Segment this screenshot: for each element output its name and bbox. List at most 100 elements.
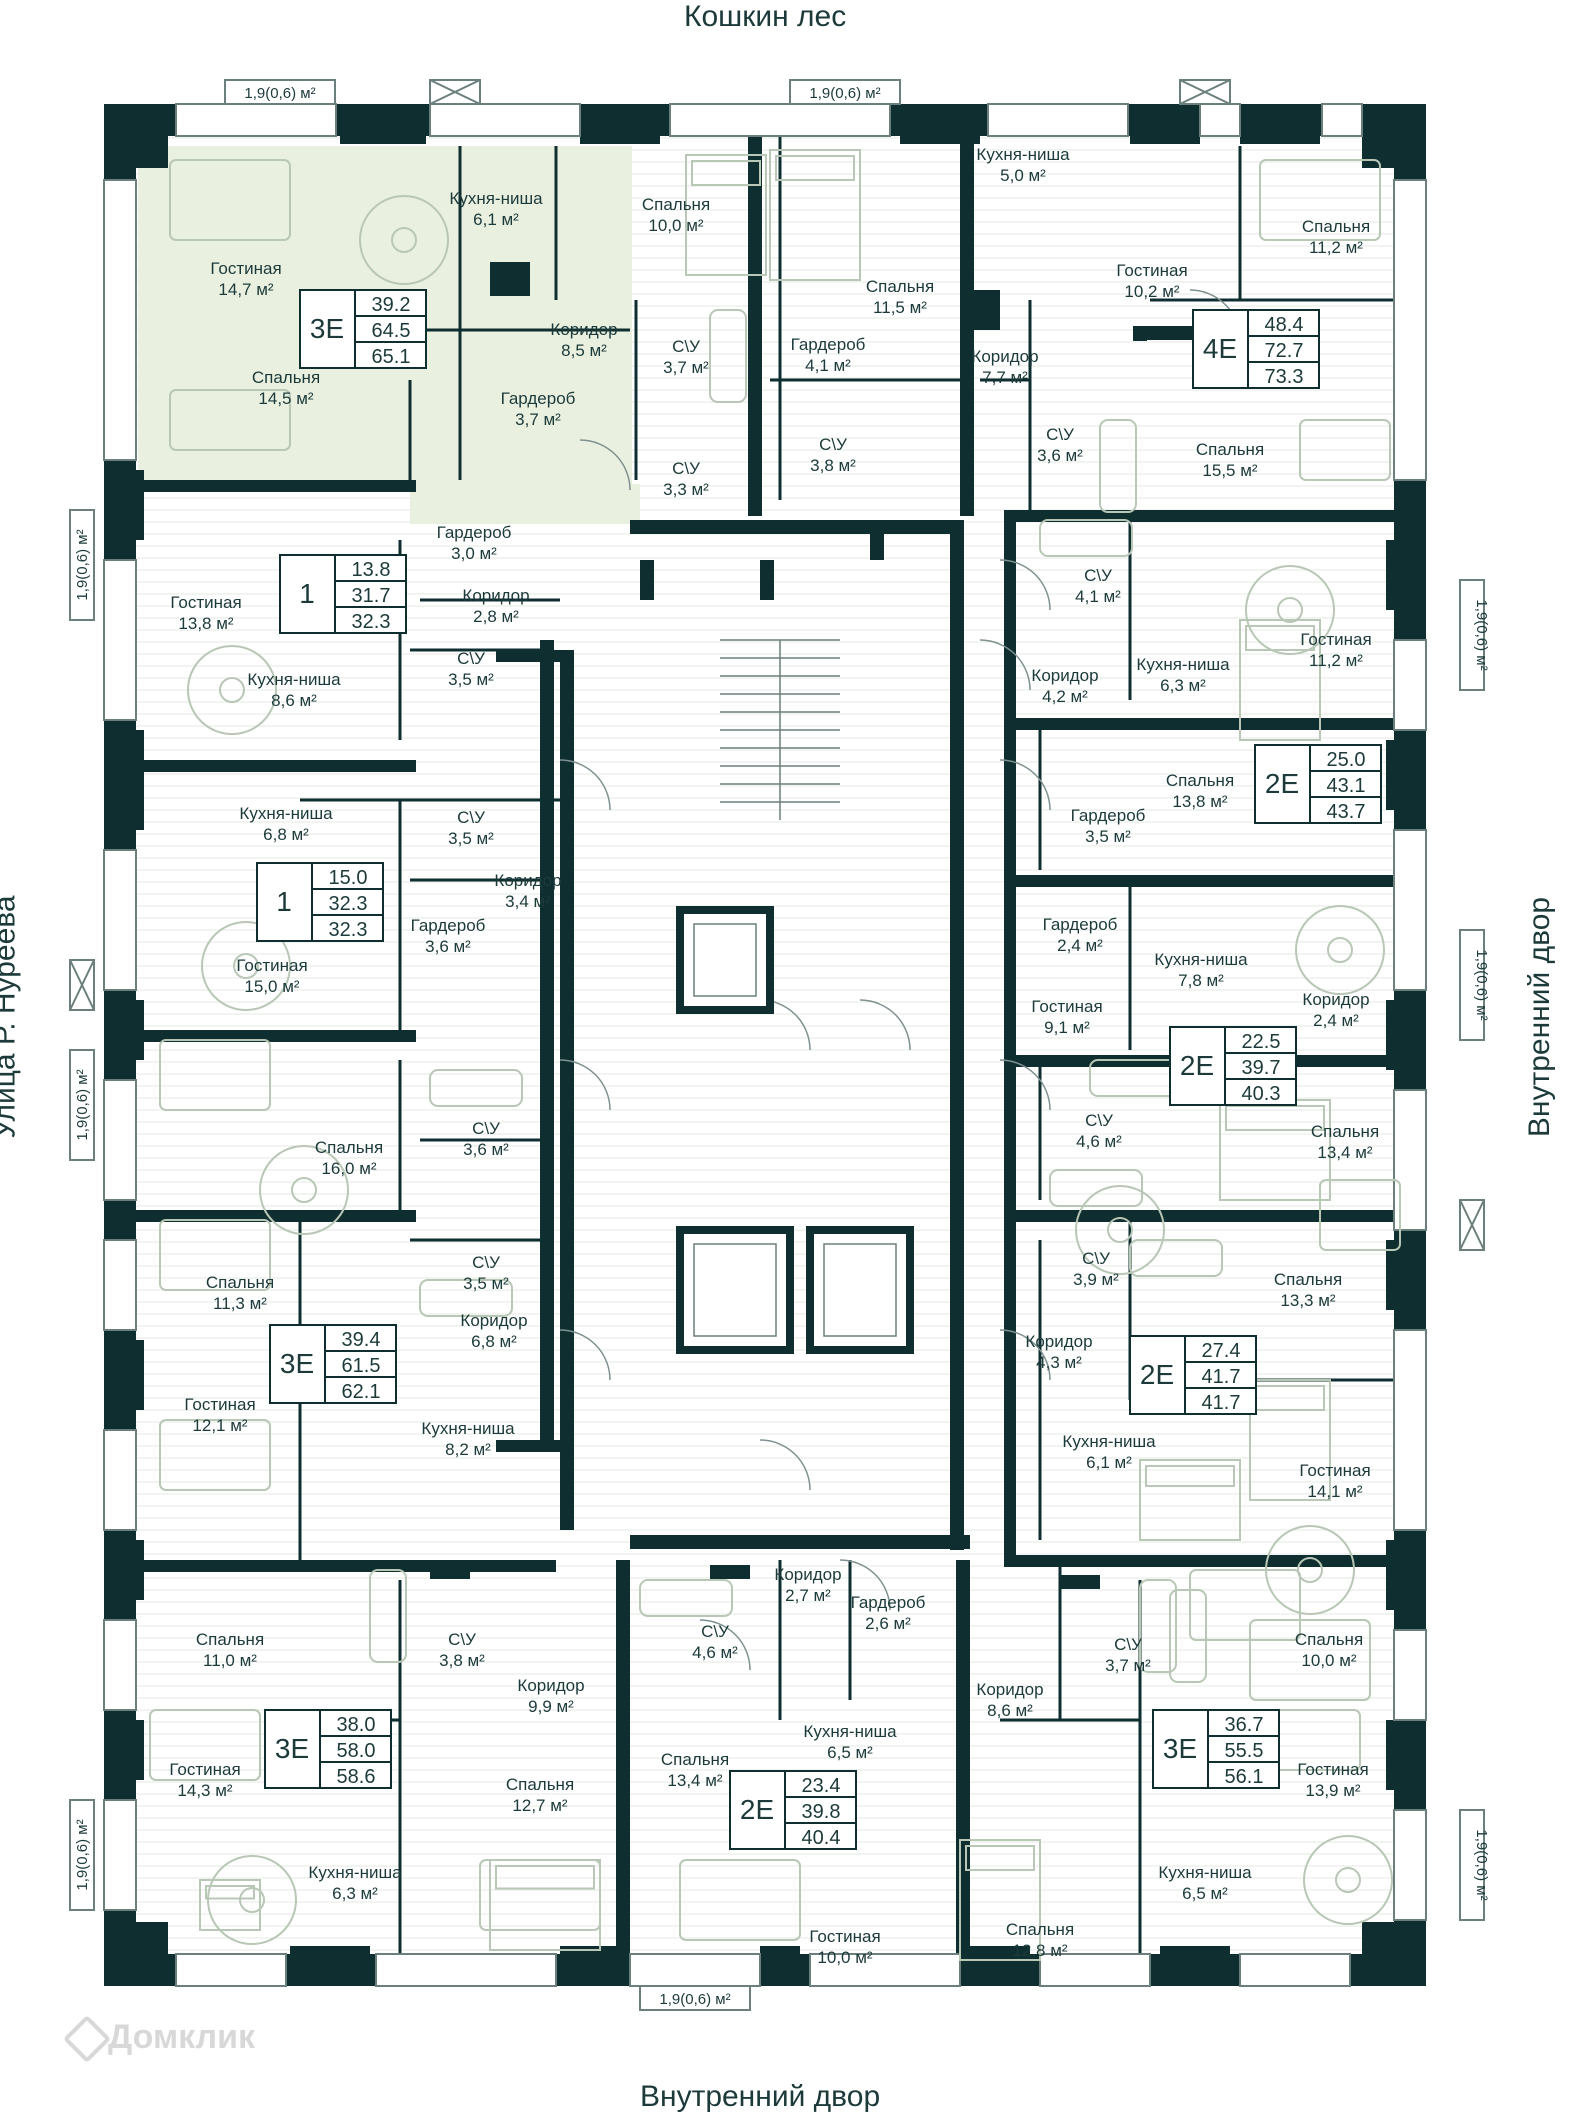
room-area: 6,5 м² [827, 1743, 873, 1762]
room-name: Кухня-ниша [308, 1863, 402, 1882]
elevator-icon [806, 1226, 914, 1354]
room-name: С\У [448, 1630, 476, 1649]
room-area: 6,5 м² [1182, 1884, 1228, 1903]
room-name: Гардероб [1071, 806, 1146, 825]
apartment-badge[interactable]: 113.831.732.3 [279, 554, 407, 634]
room-name: Спальня [1295, 1630, 1363, 1649]
room-area: 3,4 м² [505, 892, 551, 911]
room-name: Коридор [774, 1565, 841, 1584]
room-area: 6,3 м² [1160, 676, 1206, 695]
room-area: 6,1 м² [473, 210, 519, 229]
room-area: 13,3 м² [1280, 1291, 1335, 1310]
room-area: 7,7 м² [982, 368, 1028, 387]
room-name: Кухня-ниша [803, 1722, 897, 1741]
room-area: 10,0 м² [817, 1948, 872, 1967]
apartment-area: 55.5 [1225, 1740, 1264, 1762]
balcony-label: 1,9(0,6) м² [1473, 599, 1490, 670]
apartment-area: 36.7 [1225, 1714, 1264, 1736]
apartment-area: 38.0 [337, 1714, 376, 1736]
room-label: С\У 3,8 м² [439, 1630, 485, 1670]
room-label: С\У4,1 м² [1075, 566, 1121, 606]
room-label: С\У3,5 м² [463, 1253, 509, 1293]
room-area: 15,0 м² [244, 977, 299, 996]
room-name: Коридор [1302, 990, 1369, 1009]
balcony-label: 1,9(0,6) м² [244, 85, 315, 102]
room-name: С\У [819, 435, 847, 454]
room-area: 13,8 м² [178, 614, 233, 633]
room-area: 14,5 м² [258, 389, 313, 408]
room-area: 3,0 м² [451, 544, 497, 563]
room-area: 8,6 м² [987, 1701, 1033, 1720]
apartment-area: 25.0 [1327, 749, 1366, 771]
room-name: Коридор [1025, 1332, 1092, 1351]
room-name: С\У [1085, 1111, 1113, 1130]
room-label: С\У3,5 м² [448, 649, 494, 689]
room-area: 3,5 м² [463, 1274, 509, 1293]
apartment-area: 43.1 [1327, 775, 1366, 797]
room-name: Спальня [1311, 1122, 1379, 1141]
room-area: 10,2 м² [1124, 282, 1179, 301]
apartment-type: 3Е [1163, 1733, 1197, 1764]
balcony-label: 1,9(0,6) м² [1473, 1829, 1490, 1900]
apartment-area: 13.8 [352, 559, 391, 581]
apartment-area: 58.0 [337, 1740, 376, 1762]
balcony-label: 1,9(0,6) м² [74, 1819, 91, 1890]
apartment-badge[interactable]: 115.032.332.3 [256, 862, 384, 942]
room-area: 11,2 м² [1309, 238, 1363, 257]
windows [69, 79, 1485, 2011]
room-area: 14,1 м² [1307, 1482, 1362, 1501]
apartment-area: 27.4 [1202, 1340, 1241, 1362]
apartment-type: 4Е [1203, 333, 1237, 364]
room-area: 2,7 м² [785, 1586, 831, 1605]
room-area: 11,5 м² [873, 298, 927, 317]
balcony-label: 1,9(0,6) м² [659, 1991, 730, 2008]
room-name: Гостиная [1031, 997, 1102, 1016]
room-area: 2,8 м² [473, 607, 519, 626]
room-area: 6,8 м² [471, 1332, 517, 1351]
furniture [149, 149, 1401, 1961]
room-name: Спальня [661, 1750, 729, 1769]
room-area: 6,8 м² [263, 825, 309, 844]
apartment-area: 73.3 [1265, 366, 1304, 388]
apartment-area: 41.7 [1202, 1392, 1241, 1414]
room-area: 4,1 м² [805, 356, 851, 375]
room-label: С\У3,8 м² [810, 435, 856, 475]
room-area: 3,8 м² [439, 1651, 485, 1670]
room-area: 8,6 м² [271, 691, 317, 710]
room-name: Кухня-ниша [976, 145, 1070, 164]
room-name: С\У [1084, 566, 1112, 585]
apartment-area: 43.7 [1327, 801, 1366, 823]
street-label-left: Улица Р. Нуреева [0, 895, 22, 1139]
apartment-area: 31.7 [352, 585, 391, 607]
